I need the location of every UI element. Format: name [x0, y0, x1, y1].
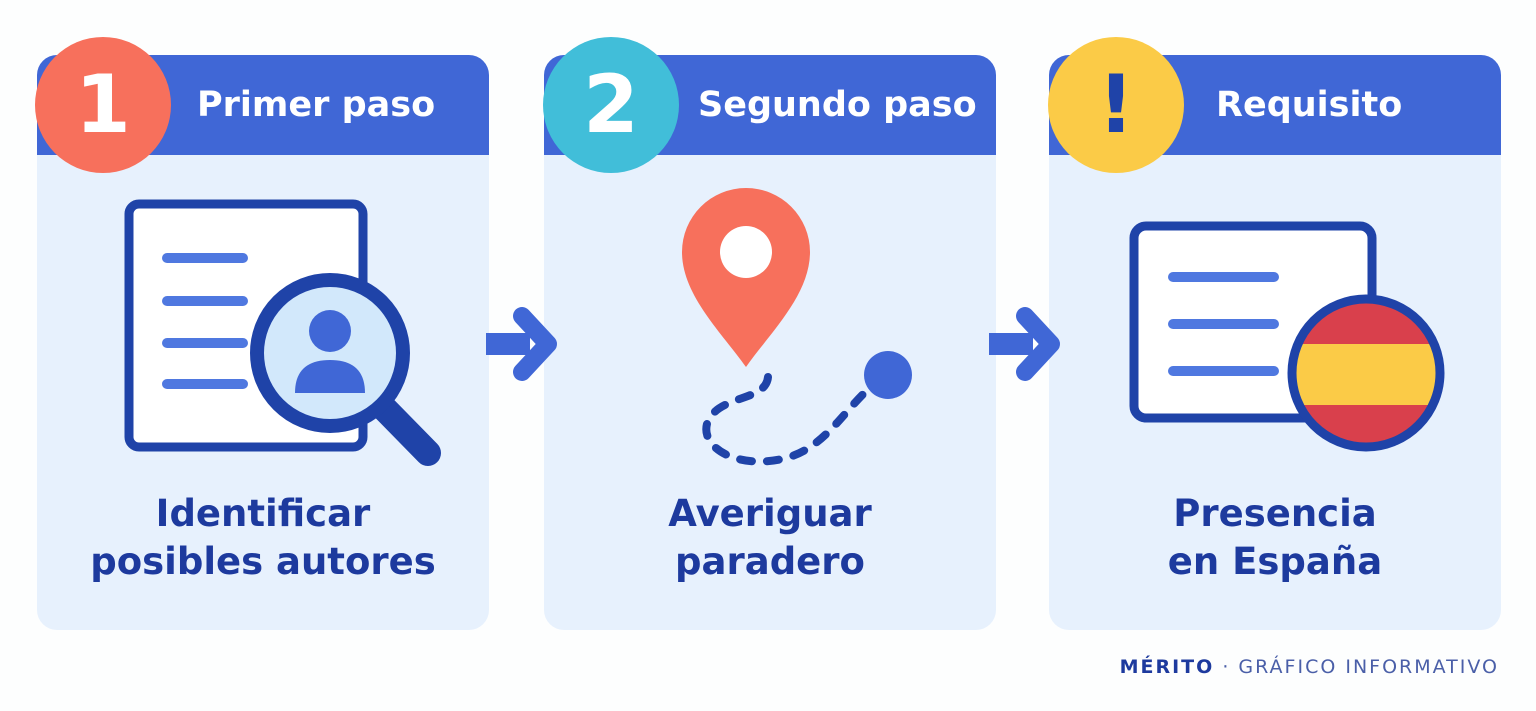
step-title-2: Segundo paso	[698, 85, 977, 125]
footer-credit: MÉRITO · GRÁFICO INFORMATIVO	[1120, 656, 1499, 678]
step-label-2: Averiguar paradero	[544, 490, 996, 586]
step-badge-1: 1	[35, 37, 171, 173]
step-label-1: Identificar posibles autores	[37, 490, 489, 586]
step-label-2-line1: Averiguar	[668, 492, 872, 535]
step-title-3: Requisito	[1216, 85, 1403, 125]
step-label-1-line1: Identificar	[155, 492, 371, 535]
step-label-2-line2: paradero	[675, 540, 865, 583]
step-label-3-line2: en España	[1167, 540, 1383, 583]
document-spain-flag-icon	[1129, 221, 1445, 452]
step-badge-3: !	[1048, 37, 1184, 173]
step-badge-2-number: 2	[583, 58, 639, 151]
location-pin-route-icon	[682, 188, 912, 466]
footer-subtitle: GRÁFICO INFORMATIVO	[1238, 656, 1499, 678]
step-title-1: Primer paso	[197, 85, 436, 125]
step-label-3: Presencia en España	[1049, 490, 1501, 586]
document-search-person-icon	[124, 199, 441, 466]
step-badge-1-number: 1	[75, 58, 131, 151]
arrow-right-icon	[989, 307, 1060, 381]
step-badge-2: 2	[543, 37, 679, 173]
footer-brand: MÉRITO	[1119, 656, 1215, 678]
arrow-right-icon	[486, 307, 557, 381]
step-label-1-line2: posibles autores	[90, 540, 436, 583]
footer-separator: ·	[1222, 656, 1231, 678]
step-card-1: Primer paso Identificar posibles autores	[37, 55, 489, 630]
step-badge-3-exclamation: !	[1097, 58, 1135, 151]
step-label-3-line1: Presencia	[1173, 492, 1377, 535]
